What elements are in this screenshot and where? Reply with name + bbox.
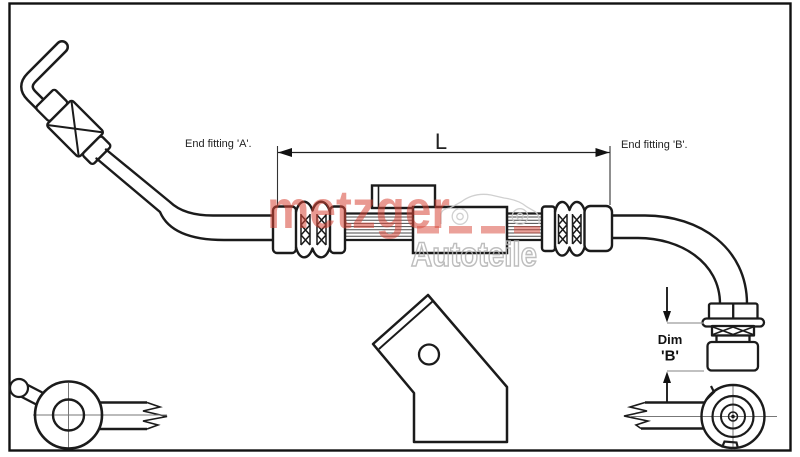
lockplate-notch-top [705, 385, 716, 401]
left-crimp-collar-outer [271, 205, 298, 255]
elbow-tube-b [612, 214, 749, 305]
watermark-brand-dashes [417, 226, 540, 234]
arrowhead-right [595, 148, 610, 157]
right-crimp-collar-inner [540, 205, 557, 253]
right-crimp-bands [557, 214, 582, 245]
mounting-tab [370, 184, 437, 210]
left-crimp-collar-inner [328, 205, 347, 255]
bracket-fold-line [378, 300, 434, 350]
hose-assembly [271, 184, 614, 259]
lockplate-inner-circle [720, 403, 746, 430]
bracket-plate [371, 293, 509, 444]
fitting-b-end-view [623, 383, 777, 450]
right-crimp [540, 200, 614, 257]
broken-shaft-b [623, 401, 705, 430]
banjo-stub-end [8, 377, 30, 399]
left-bellows-bottom [294, 246, 332, 259]
bracket-outline [371, 293, 509, 444]
fitting-a-end-view [8, 377, 168, 450]
hose-curve-a [95, 148, 277, 242]
lockplate-center-hole [727, 411, 739, 422]
length-dim-label: L [435, 129, 447, 154]
left-crimp [271, 200, 347, 259]
fitting-b-cylinder [706, 340, 760, 372]
lockplate-middle-circle [711, 394, 755, 439]
banjo-pipe-inner [22, 42, 67, 111]
right-bellows-bottom [553, 245, 587, 257]
watermark-car-icon [440, 193, 540, 225]
dim-b-arrow-up-head [663, 371, 671, 383]
fitting-a-collar-2 [81, 135, 112, 166]
end-fitting-a-label: End fitting 'A'. [185, 138, 252, 150]
lockplate-outer-circle [700, 383, 766, 450]
dimension-l: L [276, 129, 611, 206]
banjo-eye-outer [33, 380, 104, 450]
lockplate-notch-bottom [720, 440, 740, 449]
right-crimp-collar-outer [583, 204, 614, 253]
dim-b-label-line2: 'B' [661, 348, 679, 365]
right-bellows-top [553, 200, 587, 213]
crimp-x-line [47, 124, 103, 134]
banjo-eye-bore [51, 398, 86, 432]
lockplate-center-dot [731, 414, 735, 419]
dim-b-annotation: Dim 'B' [658, 287, 704, 403]
crimp-band-x-marks [712, 326, 754, 336]
left-crimp-bands [300, 214, 327, 246]
arrowhead-left [278, 148, 292, 157]
dim-b-label-line1: Dim [658, 332, 683, 347]
fitting-a-side-view [20, 40, 112, 166]
dim-b-arrow-down-head [663, 311, 671, 323]
watermark: metzger Autoteile [267, 180, 540, 275]
end-fitting-b-label: End fitting 'B'. [621, 139, 688, 151]
left-bellows-top [294, 200, 332, 213]
bracket-hole [417, 343, 441, 366]
watermark-tagline-text: Autoteile [411, 236, 537, 274]
broken-shaft-a [100, 401, 168, 431]
fitting-b-side-view [701, 302, 766, 372]
